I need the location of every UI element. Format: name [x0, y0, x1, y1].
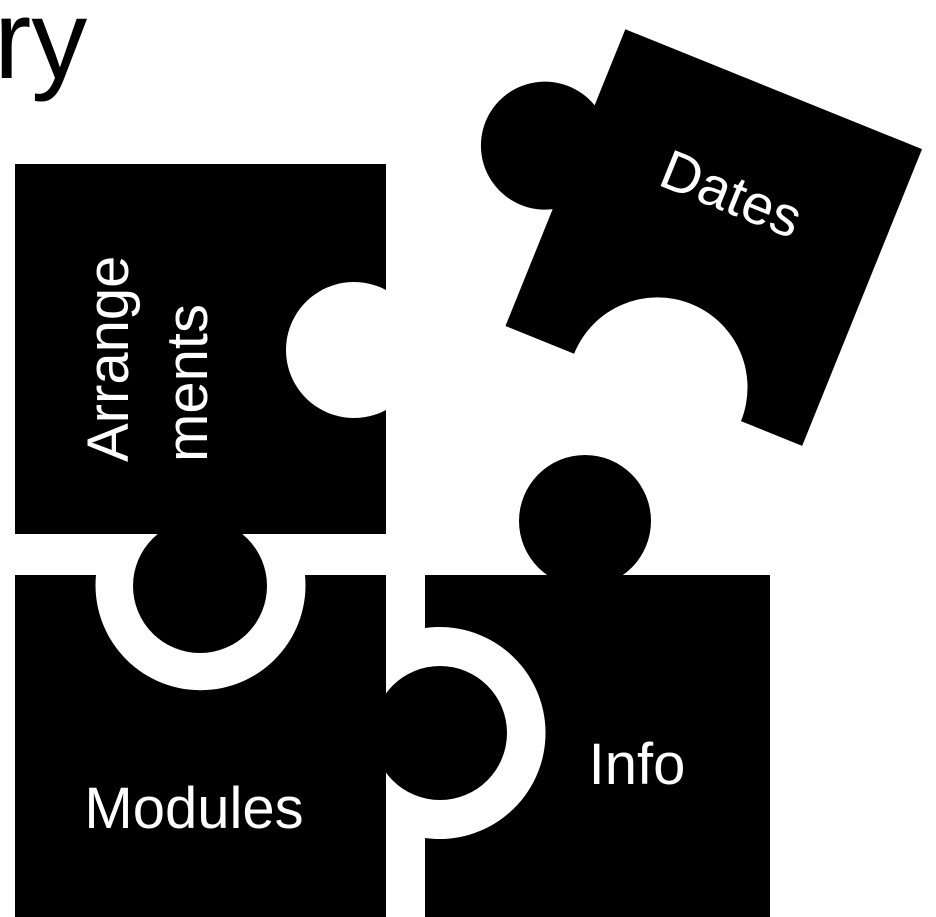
- puzzle-piece-dates-shape: [480, 29, 923, 446]
- modules-top-knob: [133, 519, 267, 653]
- puzzle-piece-modules: Modules: [15, 519, 386, 917]
- modules-label: Modules: [84, 776, 303, 841]
- puzzle-piece-info: Info: [373, 455, 770, 917]
- puzzle-piece-dates: Dates: [480, 29, 923, 446]
- puzzle-piece-modules-shape: [15, 575, 386, 917]
- arrangements-label-line2: ments: [155, 304, 220, 462]
- info-left-knob: [373, 666, 507, 800]
- arrangements-label-line1: Arrange: [76, 256, 141, 462]
- puzzle-piece-info-shape: [425, 575, 770, 917]
- puzzle-piece-arrangements: Arrange ments: [15, 164, 386, 534]
- info-top-knob: [519, 455, 651, 587]
- puzzle-piece-arrangements-shape: [15, 164, 386, 534]
- info-label: Info: [589, 732, 686, 797]
- heading-partial-text: ry: [0, 0, 87, 102]
